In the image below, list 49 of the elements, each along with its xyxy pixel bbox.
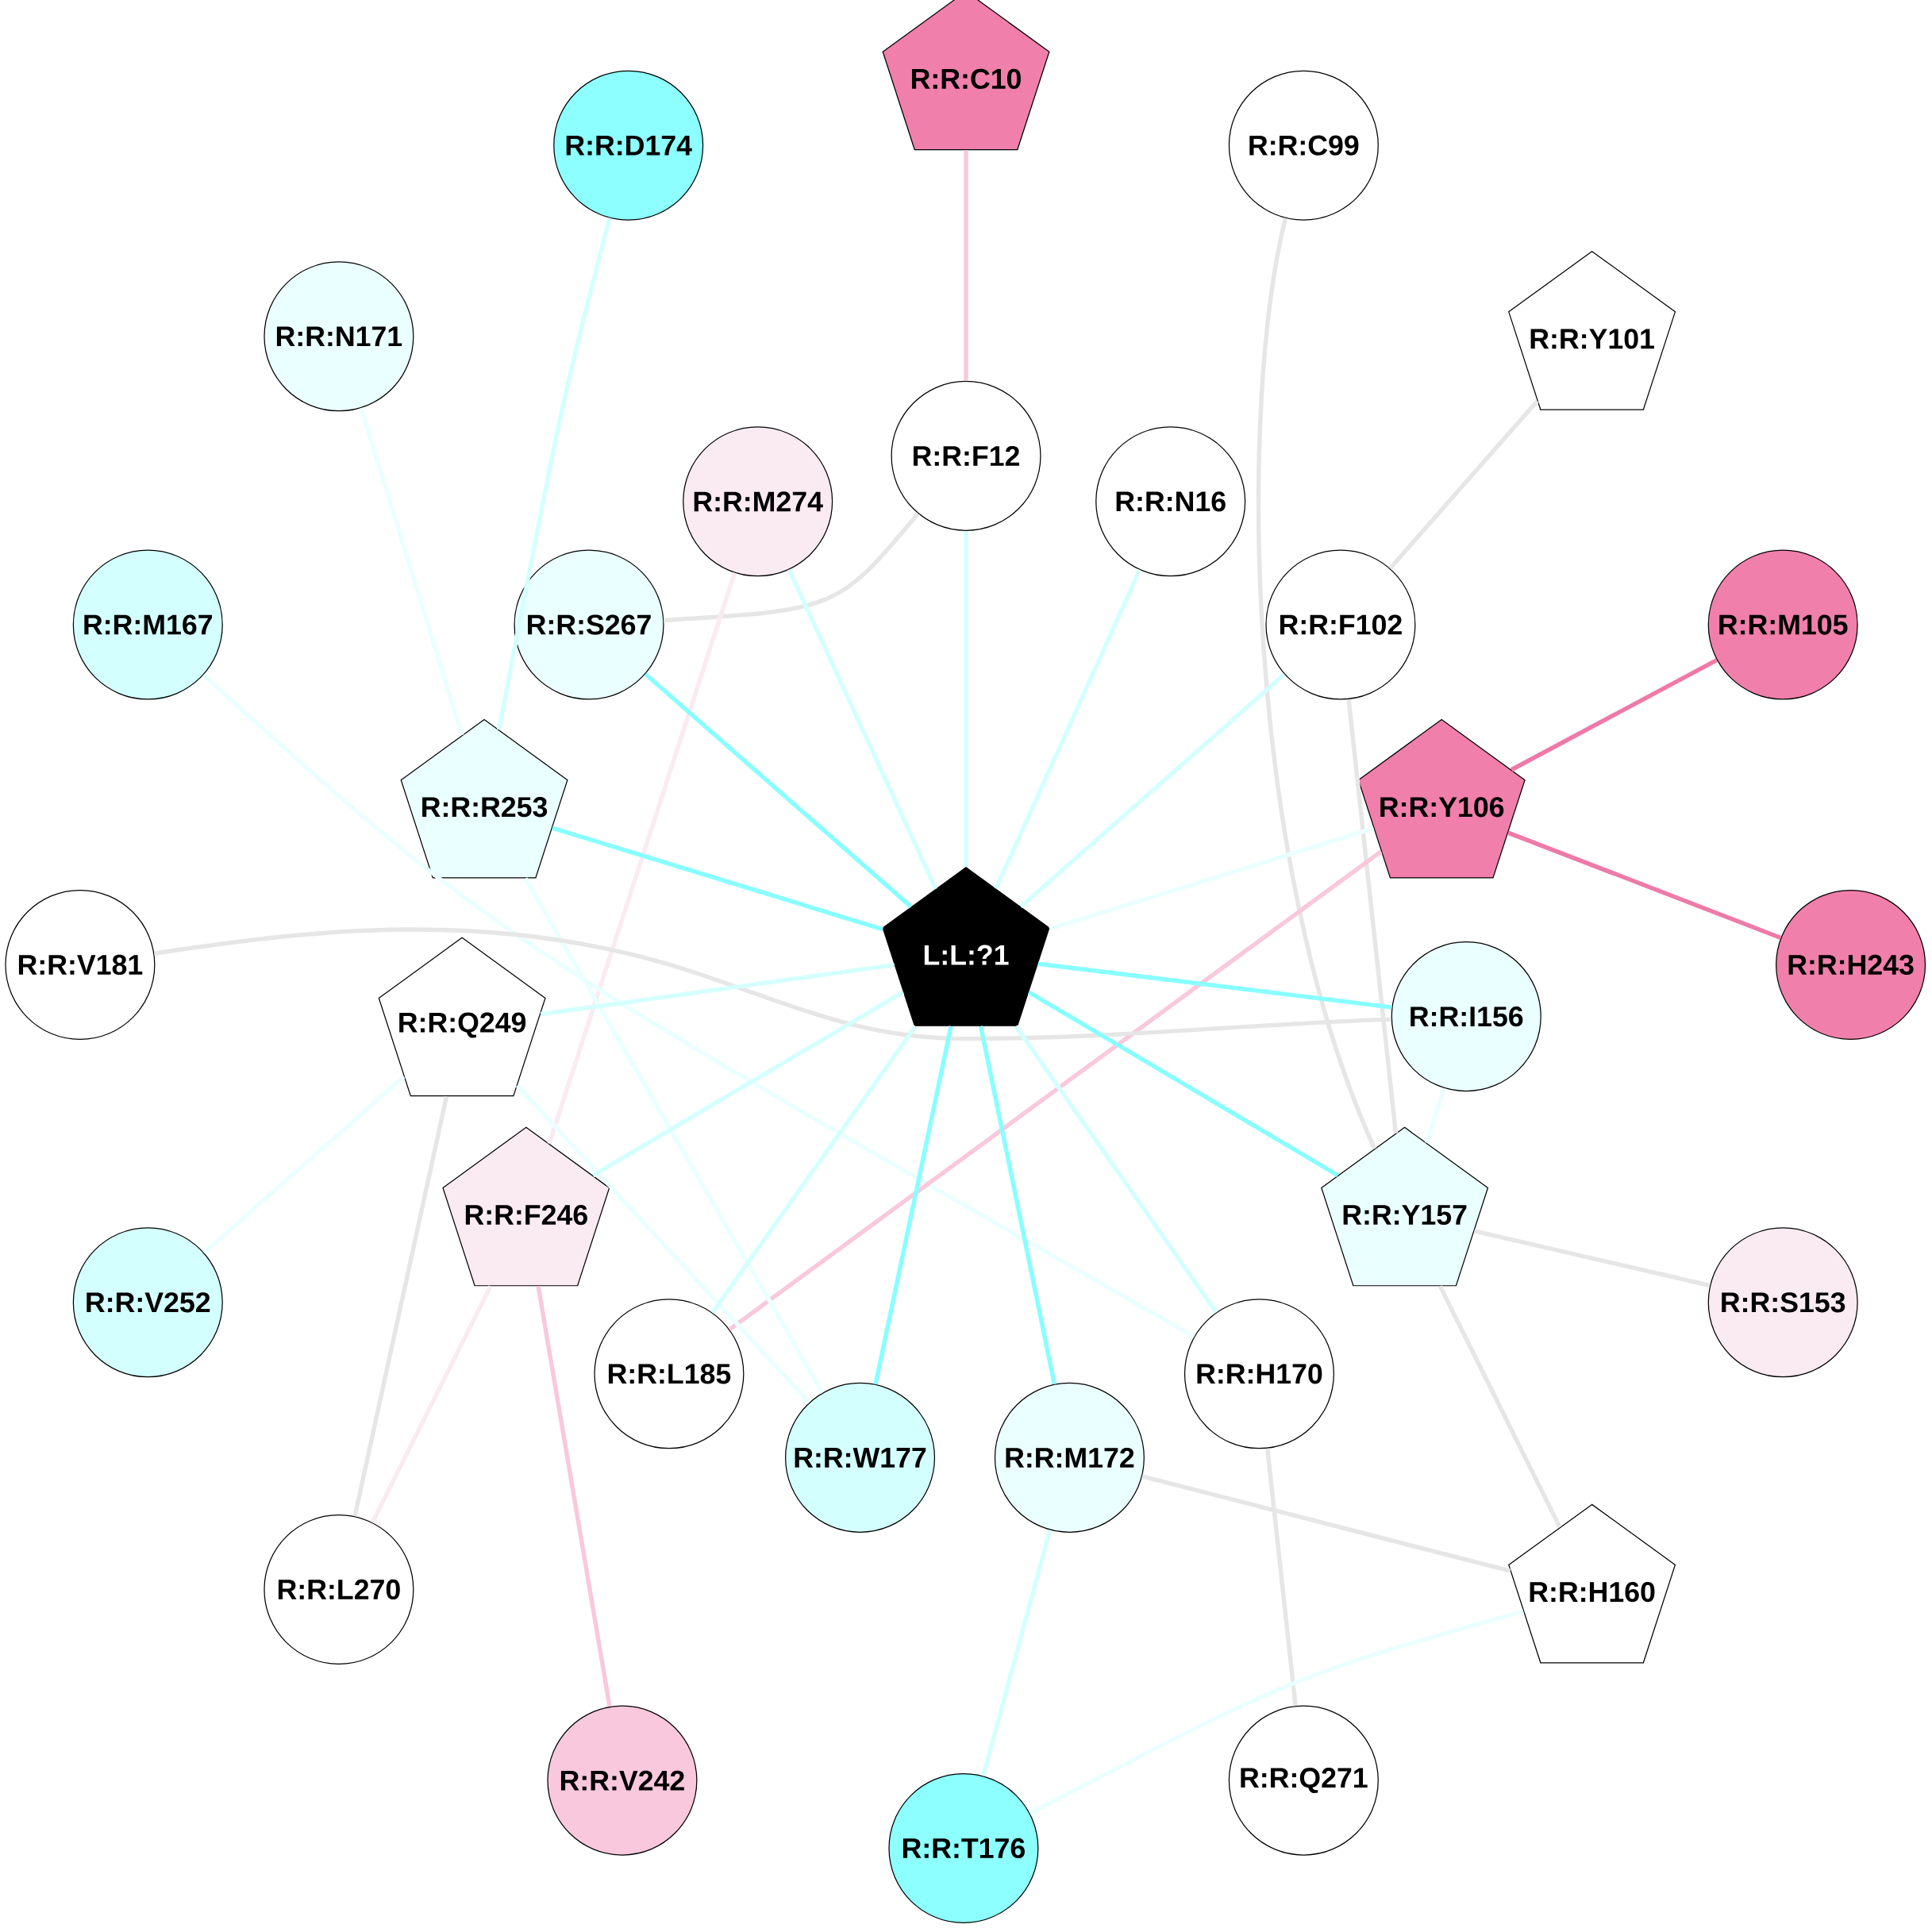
interaction-line <box>1346 699 1399 1133</box>
interaction-line <box>1037 961 1392 1010</box>
interaction-line <box>1437 1285 1562 1529</box>
interaction-line <box>1014 1025 1218 1314</box>
interaction-line <box>728 849 1383 1332</box>
interaction-line <box>552 826 883 932</box>
interaction-line <box>1425 1087 1446 1144</box>
interaction-line <box>964 530 968 868</box>
interaction-line <box>1473 1229 1711 1288</box>
interaction-line <box>1027 990 1339 1178</box>
interaction-line <box>153 927 1391 1041</box>
residue-pentagon: R:R:Y157 <box>1321 1126 1489 1287</box>
interaction-line <box>359 407 464 736</box>
interaction-line <box>540 962 895 1017</box>
interaction-line <box>981 1529 1053 1776</box>
interaction-line <box>536 1285 612 1707</box>
interaction-line <box>1049 826 1375 931</box>
interaction-line <box>547 572 737 1145</box>
interaction-line <box>1388 399 1539 570</box>
residue-pentagon: R:R:R253 <box>400 718 568 879</box>
interaction-line <box>1019 672 1286 909</box>
interaction-line <box>873 1026 953 1385</box>
interaction-line <box>978 1026 1056 1385</box>
interaction-line <box>523 877 825 1394</box>
interaction-line <box>515 1083 811 1404</box>
interaction-line <box>352 1095 449 1517</box>
residue-pentagon: R:R:F246 <box>442 1126 610 1287</box>
interaction-line <box>710 1025 918 1314</box>
interaction-line <box>787 568 938 890</box>
interaction-line <box>1029 1609 1524 1816</box>
interaction-line <box>964 150 968 381</box>
ligand-pentagon: L:L:?1 <box>882 867 1050 1026</box>
interaction-line <box>644 672 913 909</box>
interaction-line <box>1510 658 1718 772</box>
interaction-line <box>994 568 1142 890</box>
interaction-line <box>497 217 612 730</box>
interaction-line <box>1257 217 1377 1150</box>
interaction-line <box>591 990 905 1178</box>
residue-pentagon: R:R:Y106 <box>1357 718 1526 879</box>
interaction-line <box>1265 1448 1298 1707</box>
interaction-line <box>202 1075 406 1255</box>
interaction-line <box>1507 830 1782 940</box>
interaction-line <box>370 1285 493 1524</box>
residue-pentagon: R:R:C10 <box>882 0 1050 151</box>
interaction-line <box>664 512 920 623</box>
residue-pentagon: R:R:Q249 <box>378 937 546 1097</box>
residue-pentagon: R:R:H160 <box>1508 1503 1676 1664</box>
interaction-line <box>1141 1474 1511 1573</box>
interaction-line <box>202 673 1195 1339</box>
